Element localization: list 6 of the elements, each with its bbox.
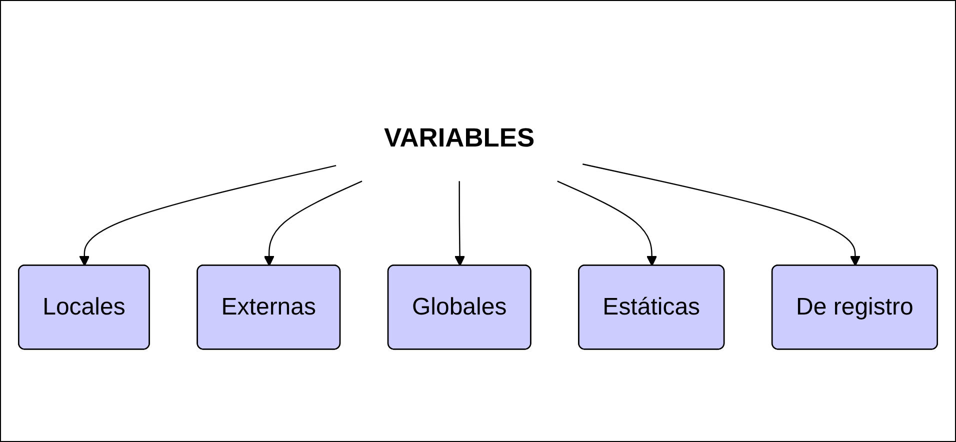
arrow	[79, 164, 336, 266]
arrow	[557, 180, 658, 266]
arrow	[454, 180, 466, 266]
node-text: VARIABLES	[384, 122, 535, 152]
arrow	[582, 163, 860, 266]
arrow	[264, 180, 362, 266]
